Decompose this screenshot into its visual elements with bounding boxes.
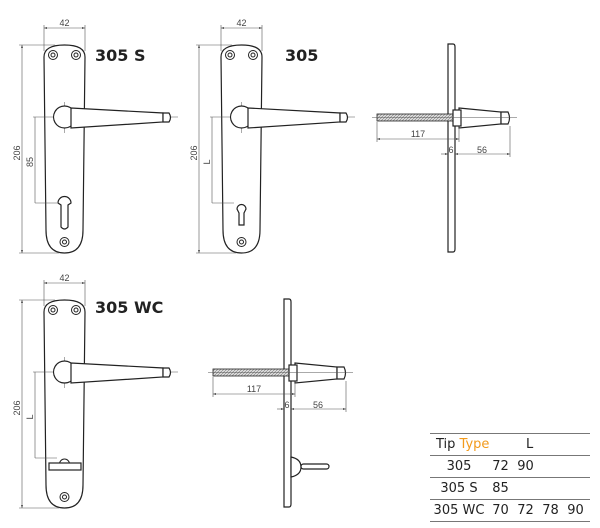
front-view-305s: 42 206 85 305 S [12, 18, 179, 254]
row-type: 305 S [440, 481, 478, 496]
height-dim: 206 [189, 145, 199, 160]
rose-dim: 6 [284, 400, 289, 410]
row-value: 90 [517, 459, 534, 474]
table-row: 305 S 85 [430, 477, 590, 499]
header-type: Tip Type [430, 437, 490, 452]
turn-knob [48, 462, 82, 471]
row-value: 72 [517, 503, 534, 518]
row-value: 78 [542, 503, 559, 518]
spindle-dim: 117 [411, 129, 425, 139]
distance-dim: L [202, 159, 212, 164]
model-title: 305 S [95, 46, 146, 65]
spindle-dim: 117 [247, 384, 261, 394]
header-l: L [526, 437, 534, 452]
distance-dim: L [25, 414, 35, 419]
row-type: 305 [446, 459, 472, 474]
table-row: 305 72 90 [430, 455, 590, 477]
header-type-label: Type [459, 437, 490, 452]
table-row: 305 WC 70 72 78 90 [430, 499, 590, 522]
row-value: 70 [492, 503, 509, 518]
distance-dim: 85 [25, 157, 35, 167]
cylinder-keyhole [57, 195, 72, 230]
keyhole [236, 203, 247, 226]
model-title: 305 [285, 46, 318, 65]
row-value: 90 [567, 503, 584, 518]
row-value: 72 [492, 459, 509, 474]
width-dim: 42 [59, 273, 69, 283]
table-header: Tip Type L [430, 433, 590, 455]
height-dim: 206 [12, 145, 22, 160]
height-dim: 206 [12, 400, 22, 415]
side-view-305: 117 6 56 [372, 44, 517, 252]
handle-dim: 56 [313, 400, 323, 410]
width-dim: 42 [236, 18, 246, 28]
type-table: Tip Type L 305 72 90 305 S 85 305 WC 70 … [430, 433, 590, 522]
width-dim: 42 [59, 18, 69, 28]
row-type: 305 WC [433, 503, 485, 518]
header-tip: Tip [436, 437, 456, 452]
side-view-305wc: 117 6 56 [208, 299, 353, 507]
row-value: 85 [492, 481, 509, 496]
handle-dim: 56 [477, 145, 487, 155]
model-title: 305 WC [95, 298, 163, 317]
rose-dim: 6 [448, 145, 453, 155]
front-view-305: 42 206 L 305 [189, 18, 356, 254]
front-view-305wc: 42 206 L 305 WC [12, 273, 179, 509]
